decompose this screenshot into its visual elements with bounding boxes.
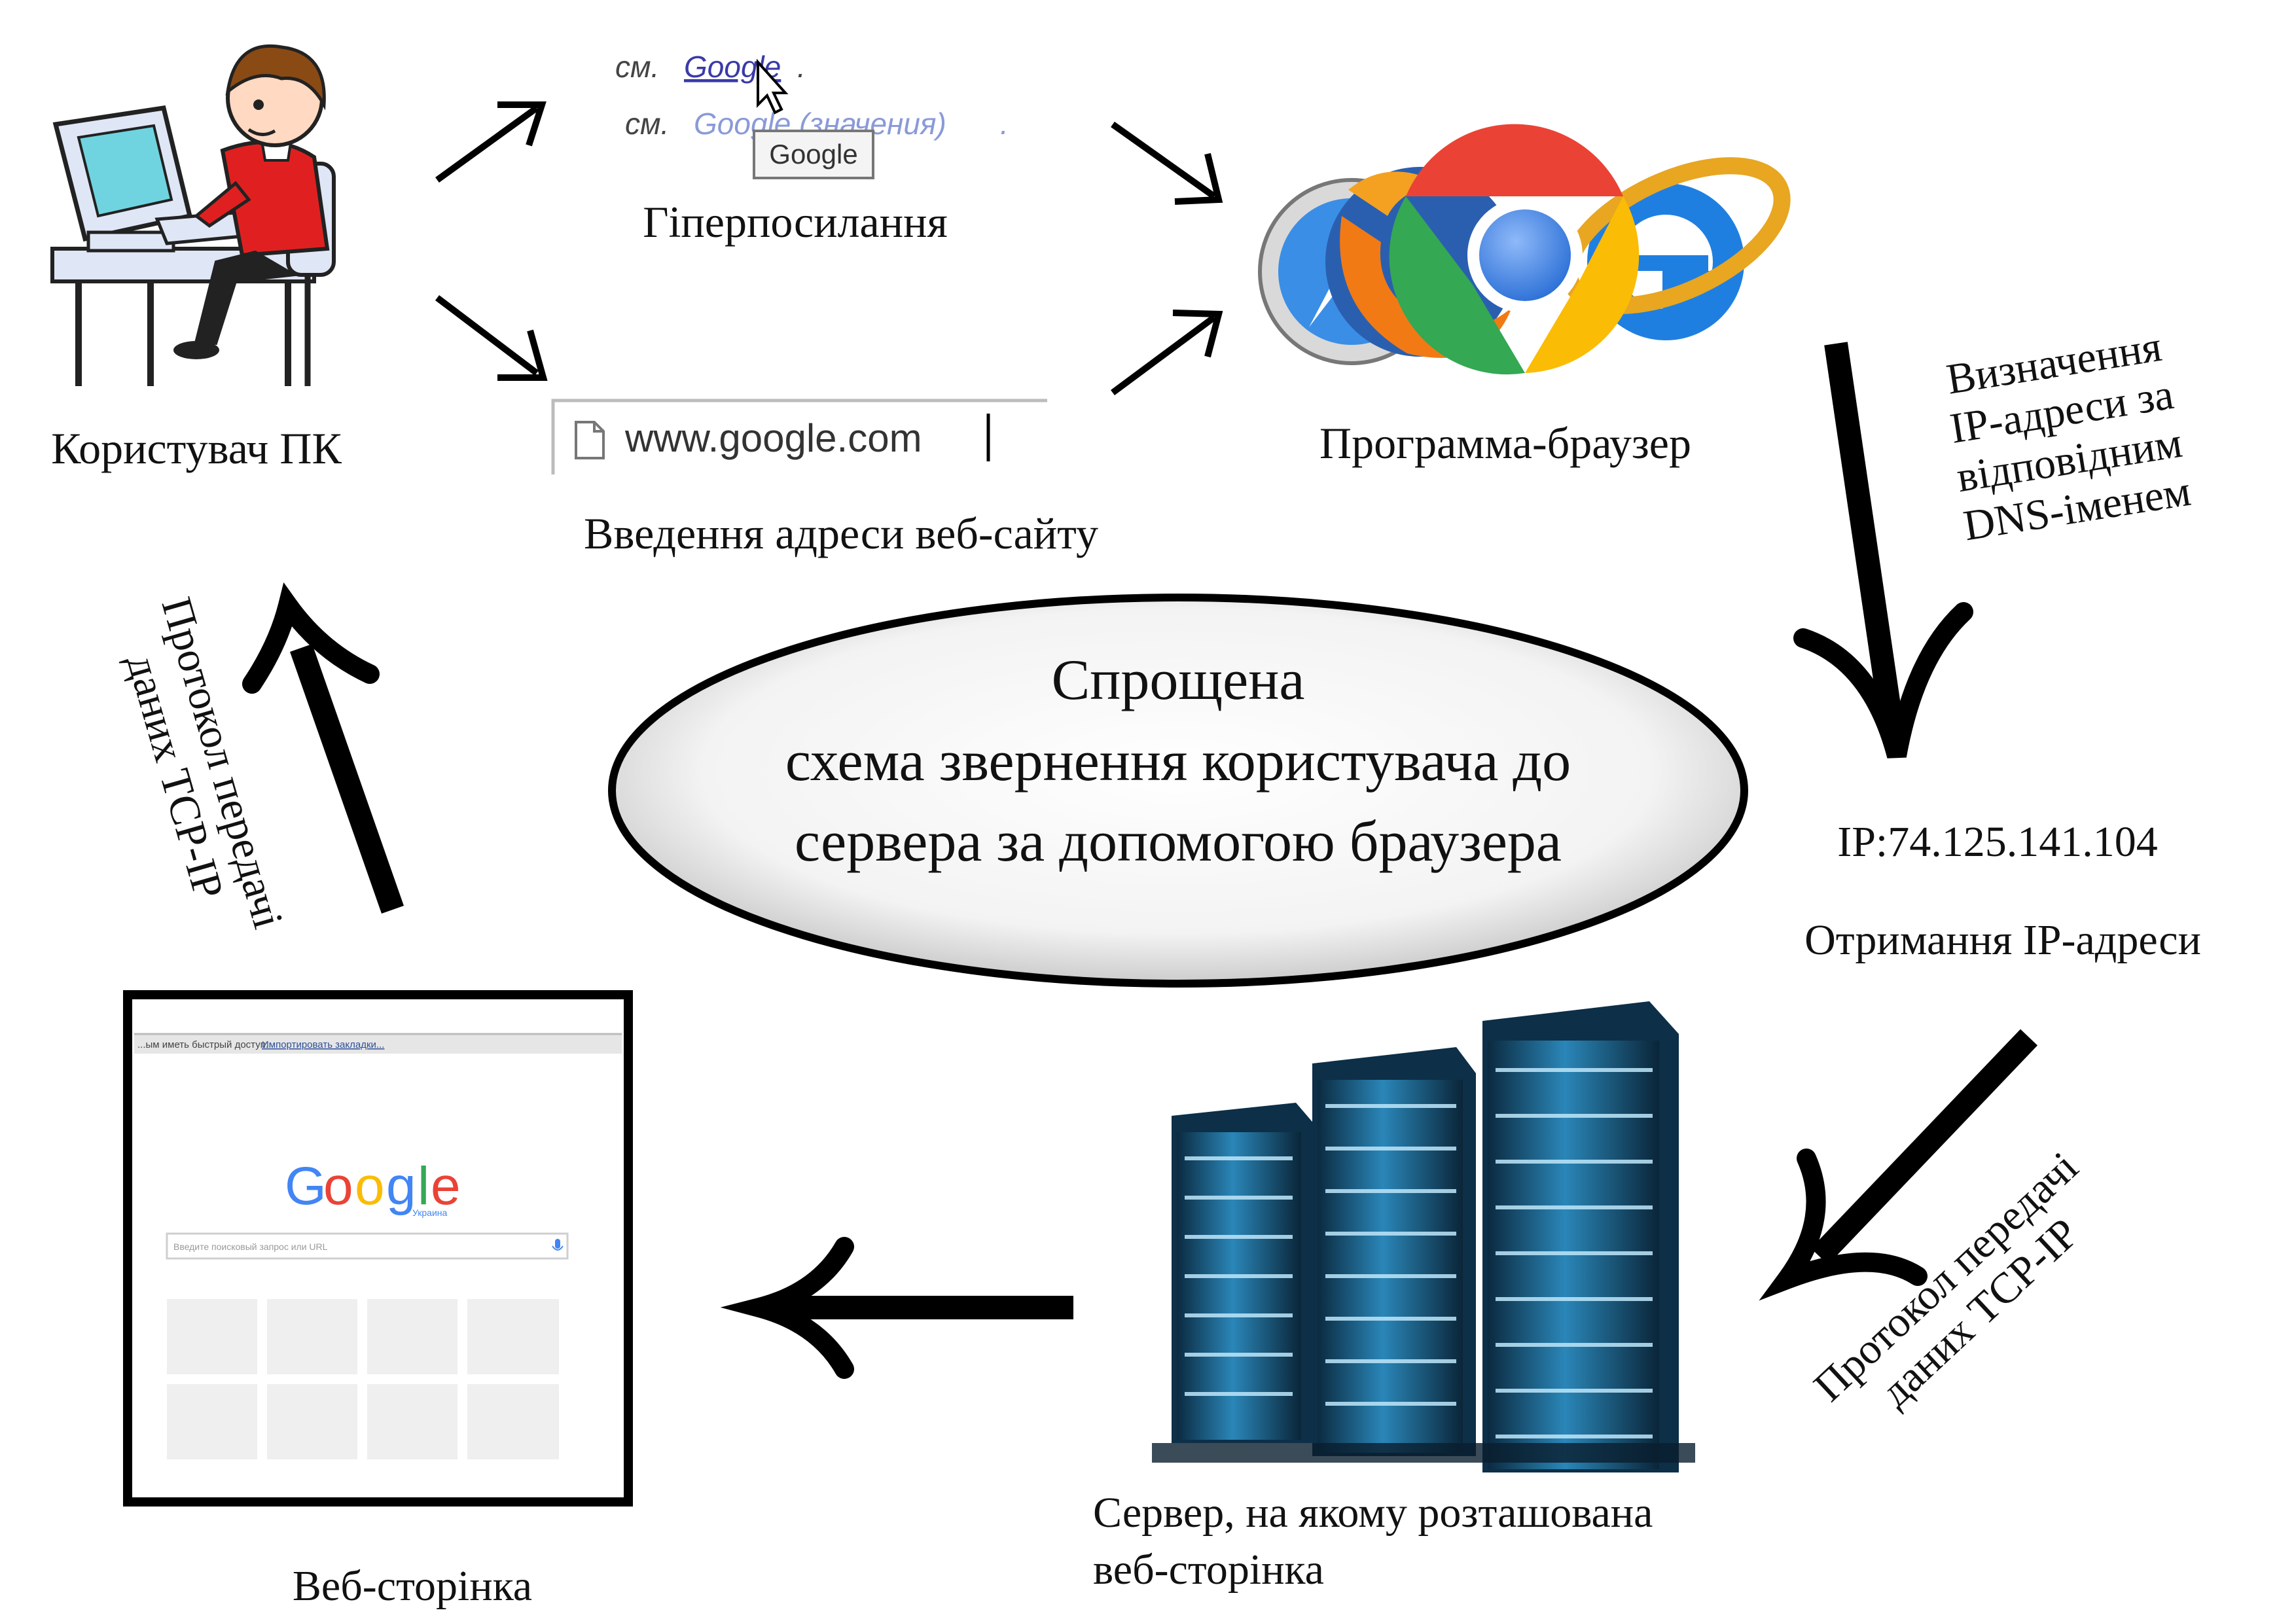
dns-label: Визначення IP-адреси за відповідним DNS-… [1943, 323, 2194, 550]
speed-dial-tile[interactable] [467, 1384, 559, 1459]
center-title-line-3: сервера за допомогою браузера [795, 810, 1562, 874]
webpage-label: Веб-сторінка [293, 1562, 532, 1610]
browser-label: Программа-браузер [1319, 418, 1691, 468]
chrome-icon [1389, 124, 1640, 375]
hyperlink-suffix-1: . [797, 50, 806, 84]
hyperlink-label: Гіперпосилання [643, 197, 948, 247]
speed-dial-tile[interactable] [267, 1299, 357, 1374]
center-title-line-2: схема звернення користувача до [785, 730, 1571, 793]
arrow-server-to-webpage [720, 1237, 1073, 1379]
address-label: Введення адреси веб-сайту [584, 508, 1098, 558]
hyperlink-tooltip-text: Google [769, 139, 857, 169]
hyperlink-prefix-1: см. [615, 50, 659, 84]
user-label: Користувач ПК [51, 423, 342, 473]
hyperlink-tooltip [753, 130, 874, 179]
arrow-user-to-hyperlink [435, 101, 547, 183]
microphone-icon[interactable] [552, 1239, 564, 1251]
hyperlink-sample: см. Google . см. Google (значения) . Goo… [615, 50, 1009, 179]
address-input-value[interactable]: www.google.com [624, 416, 922, 460]
google-logo-region: Украина [412, 1207, 448, 1218]
speed-dial-tile[interactable] [367, 1384, 457, 1459]
browser-icons [1258, 124, 1791, 375]
svg-text:g: g [386, 1156, 416, 1216]
arrow-user-to-address [435, 295, 548, 381]
address-bar: www.google.com [551, 399, 1047, 474]
speed-dial-tiles [167, 1299, 559, 1459]
ip-value: IP:74.125.141.104 [1837, 818, 2158, 866]
page-icon [575, 421, 605, 459]
speed-dial-tile[interactable] [167, 1384, 257, 1459]
webpage-search-input[interactable] [166, 1232, 569, 1260]
bookmarks-bar-text: ...ым иметь быстрый доступ. [137, 1039, 268, 1050]
arrow-hyperlink-to-browser [1111, 121, 1223, 205]
server-racks-icon [1152, 1001, 1695, 1472]
import-bookmarks-link[interactable]: Импортировать закладки... [262, 1039, 384, 1050]
ip-label: Отримання IP-адреси [1804, 916, 2201, 964]
svg-text:o: o [323, 1156, 353, 1216]
server-label: Сервер, на якому розташована веб-сторінк… [1093, 1489, 1653, 1594]
speed-dial-tile[interactable] [267, 1384, 357, 1459]
svg-text:e: e [431, 1156, 461, 1216]
user-pc-icon [50, 45, 336, 386]
speed-dial-tile[interactable] [367, 1299, 457, 1374]
center-title-ellipse: Спрощена схема звернення користувача до … [608, 594, 1748, 988]
speed-dial-tile[interactable] [467, 1299, 559, 1374]
speed-dial-tile[interactable] [167, 1299, 257, 1374]
center-title-line-1: Спрощена [1052, 649, 1305, 712]
server-label-line-1: Сервер, на якому розташована [1093, 1489, 1653, 1537]
svg-text:l: l [418, 1156, 429, 1216]
hyperlink-prefix-2: см. [625, 107, 669, 141]
svg-text:o: o [355, 1156, 385, 1216]
webpage-screenshot: ...ым иметь быстрый доступ. Импортироват… [123, 990, 633, 1507]
google-logo: G o o g l e [285, 1156, 461, 1216]
tcp-label-right: Протокол передачі даних TCP-IP [1805, 1143, 2088, 1416]
arrow-ip-to-server [1759, 1029, 2038, 1301]
webpage-search-placeholder: Введите поисковый запрос или URL [173, 1241, 328, 1252]
svg-text:G: G [285, 1156, 327, 1216]
arrow-webpage-to-user [242, 582, 404, 914]
mouse-cursor-icon [757, 58, 789, 115]
server-label-line-2: веб-сторінка [1093, 1546, 1324, 1594]
hyperlink-suffix-2: . [1000, 107, 1009, 141]
arrow-browser-to-ip [1793, 342, 1973, 758]
arrow-address-to-browser [1111, 310, 1223, 396]
